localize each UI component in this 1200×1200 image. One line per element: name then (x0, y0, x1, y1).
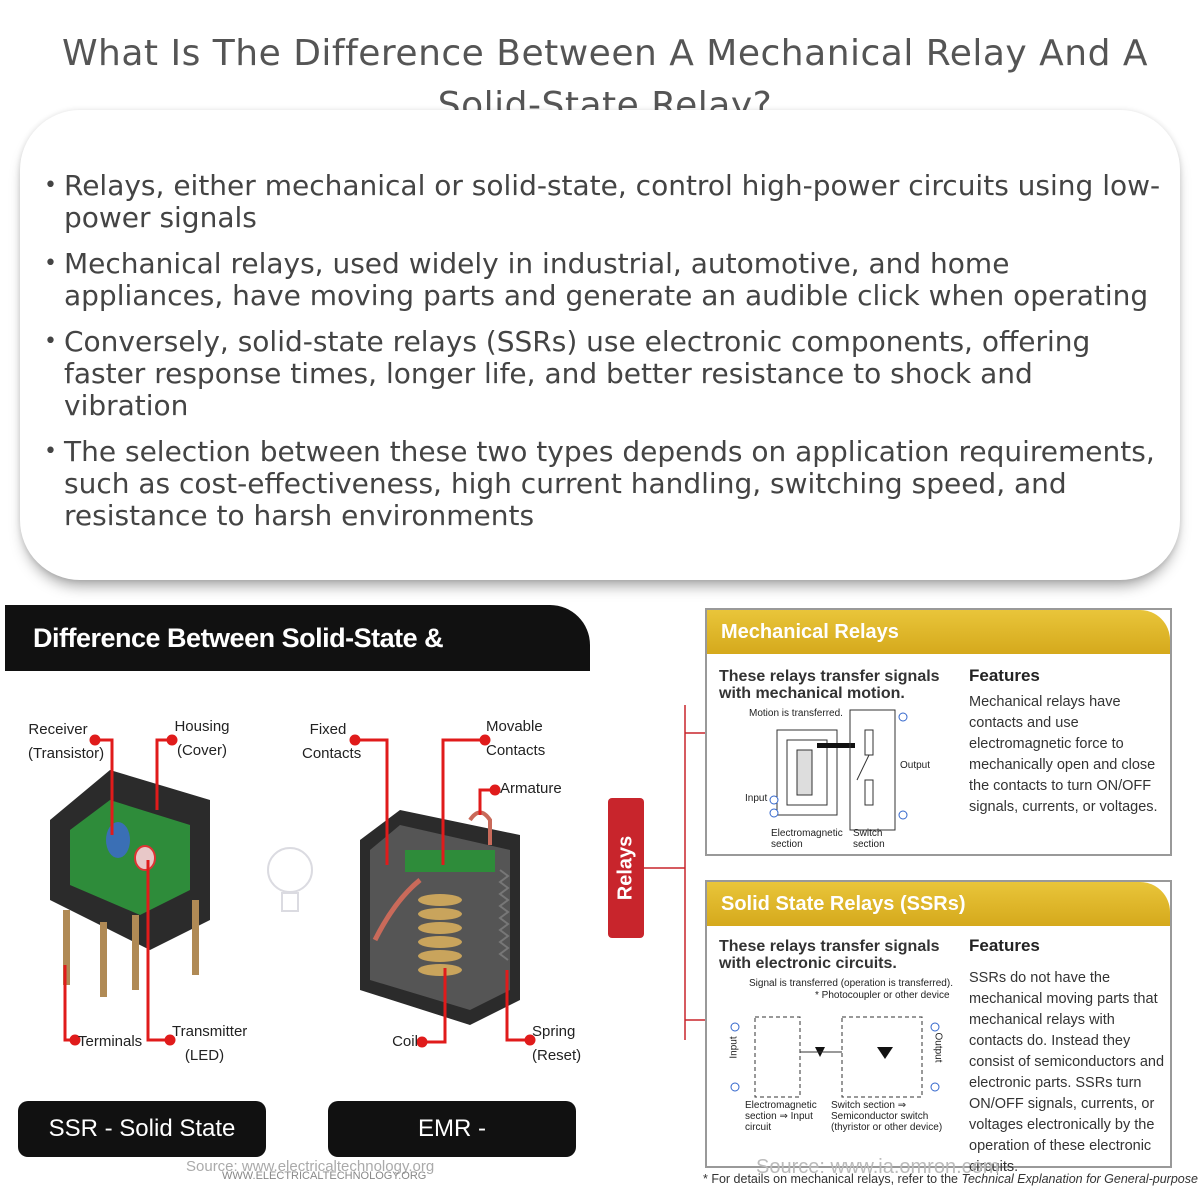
ssr-subtitle: These relays transfer signals with elect… (719, 938, 940, 972)
mechanical-features-text: Mechanical relays have contacts and use … (969, 694, 1158, 815)
bullet-item: The selection between these two types de… (44, 436, 1164, 532)
ssr-pill: SSR - Solid State Relay (18, 1101, 266, 1198)
label-movable-contacts: Movable Contacts (486, 718, 546, 759)
emr-pill: EMR - Electromechanical Relay (328, 1101, 576, 1198)
mech-output-label: Output (900, 760, 931, 771)
mech-switch-section-label: Switch section (853, 828, 885, 850)
right-source: Source: www.ia.omron.com (756, 1156, 1000, 1178)
callout-lines (63, 734, 536, 1048)
mech-input-label: Input (745, 793, 768, 804)
ssr-features-text: SSRs do not have the mechanical moving p… (969, 970, 1165, 1175)
ssr-output-label: Output (932, 1032, 944, 1063)
mech-motion-label: Motion is transferred. (749, 708, 843, 719)
bullet-item: Relays, either mechanical or solid-state… (44, 170, 1164, 234)
bullet-list: Relays, either mechanical or solid-state… (44, 170, 1164, 546)
ssr-diagram (730, 1016, 940, 1098)
ssr-em-section-label: Electromagnetic section ⇒ Input circuit (745, 1100, 817, 1133)
mechanical-features-heading: Features (969, 666, 1040, 685)
bullet-item: Conversely, solid-state relays (SSRs) us… (44, 326, 1164, 422)
label-terminals: Terminals (78, 1033, 143, 1050)
ssr-input-label: Input (728, 1036, 740, 1059)
footnote: * For details on mechanical relays, refe… (703, 1172, 1200, 1186)
ssr-switch-section-label: Switch section ⇒ Semiconductor switch (t… (831, 1100, 943, 1133)
left-source: Source: www.electricaltechnology.org (186, 1158, 435, 1175)
label-armature: Armature (500, 780, 562, 797)
mechanical-subtitle: These relays transfer signals with mecha… (719, 668, 940, 702)
bullet-item: Mechanical relays, used widely in indust… (44, 248, 1164, 312)
label-transmitter: Transmitter (LED) (172, 1023, 248, 1064)
page-title: What Is The Difference Between A Mechani… (61, 33, 1149, 126)
label-receiver: Receiver (Transistor) (28, 721, 105, 762)
label-fixed-contacts: Fixed Contacts (302, 721, 362, 762)
mech-em-section-label: Electromagnetic section (771, 828, 843, 850)
mechanical-diagram (769, 709, 908, 831)
ssr-photocoupler-label: * Photocoupler or other device (815, 990, 950, 1001)
label-housing: Housing (Cover) (174, 718, 230, 759)
mechanical-relays-panel: Mechanical Relays These relays transfer … (705, 608, 1172, 856)
emr-illustration (360, 810, 520, 1025)
ssr-features-heading: Features (969, 936, 1040, 955)
mechanical-header: Mechanical Relays (707, 610, 1170, 654)
relay-types-figure: Relays Mechanical Relays These relays tr… (600, 600, 1200, 1200)
relays-tab: Relays (608, 798, 644, 938)
ssr-header: Solid State Relays (SSRs) (707, 882, 1170, 926)
left-watermark: WWW.ELECTRICALTECHNOLOGY.ORG (222, 1170, 427, 1182)
ssr-illustration (50, 770, 210, 997)
lightbulb-icon (267, 847, 313, 912)
ssr-signal-label: Signal is transferred (operation is tran… (749, 978, 953, 989)
relay-comparison-figure: Difference Between Solid-State & Electro… (0, 600, 600, 1198)
ssr-panel: Solid State Relays (SSRs) These relays t… (705, 880, 1172, 1175)
figure-banner: Difference Between Solid-State & Electro… (5, 605, 590, 719)
relay-illustrations (50, 734, 536, 1048)
label-coil: Coil (392, 1033, 418, 1050)
label-spring: Spring (Reset) (532, 1023, 582, 1064)
tree-connectors (644, 705, 705, 1040)
